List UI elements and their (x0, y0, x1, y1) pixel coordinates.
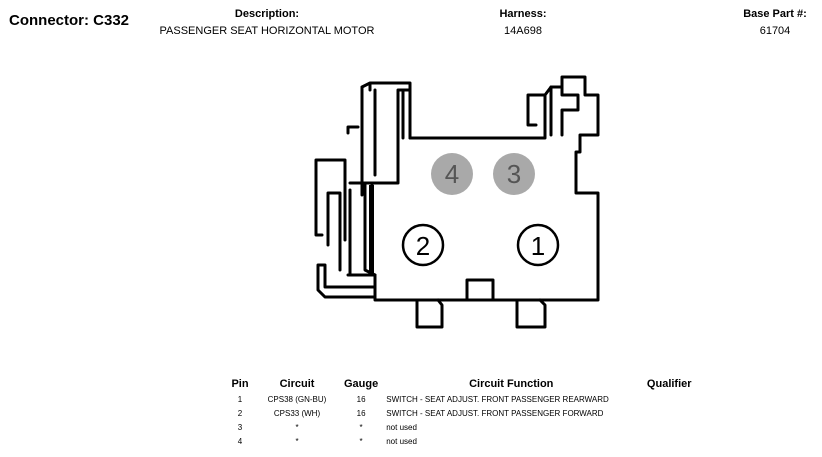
harness-value: 14A698 (504, 25, 542, 37)
pin-table: Pin Circuit Gauge Circuit Function Quali… (226, 378, 698, 448)
connector-title: Connector: C332 (9, 12, 130, 29)
pin-col-header: Pin (231, 378, 249, 390)
table-row: 4 * * not used (226, 434, 698, 448)
function-col-header: Circuit Function (469, 378, 554, 390)
table-row: 1 CPS38 (GN-BU) 16 SWITCH - SEAT ADJUST.… (226, 392, 698, 406)
base-part-value: 61704 (759, 25, 791, 37)
qualifier-cell (640, 420, 698, 434)
top-right-latch (526, 85, 580, 137)
bottom-key (465, 278, 495, 302)
left-clip-inner (326, 181, 374, 277)
pin-2-label: 2 (416, 231, 430, 261)
pin-1: 1 (516, 223, 560, 267)
circuit-cell: CPS33 (WH) (273, 408, 321, 418)
bottom-foot-right (515, 298, 547, 329)
qualifier-cell (640, 392, 698, 406)
pin-cell: 3 (237, 422, 243, 432)
pin-table-header: Pin Circuit Gauge Circuit Function Quali… (226, 378, 698, 392)
pin-cell: 4 (237, 436, 243, 446)
pin-4: 4 (431, 153, 473, 195)
function-cell: not used (386, 436, 417, 446)
gauge-cell: * (359, 436, 363, 446)
top-left-latch (360, 81, 412, 197)
gauge-cell: 16 (356, 408, 366, 418)
circuit-cell: * (295, 422, 299, 432)
lower-left-hook (316, 263, 377, 299)
left-rail (369, 185, 374, 273)
description-value: PASSENGER SEAT HORIZONTAL MOTOR (159, 25, 375, 37)
qualifier-cell (640, 406, 698, 420)
pin-3-label: 3 (507, 159, 521, 189)
circuit-cell: CPS38 (GN-BU) (267, 394, 327, 404)
pin-cell: 1 (237, 394, 243, 404)
gauge-cell: * (359, 422, 363, 432)
left-clip-outer (314, 125, 360, 242)
function-cell: SWITCH - SEAT ADJUST. FRONT PASSENGER RE… (386, 394, 609, 404)
harness-label: Harness: (499, 8, 547, 20)
table-row: 3 * * not used (226, 420, 698, 434)
pin-cell: 2 (237, 408, 243, 418)
pin-2: 2 (401, 223, 445, 267)
circuit-col-header: Circuit (279, 378, 315, 390)
connector-face-diagram: 4 3 2 1 (314, 75, 600, 329)
description-label: Description: (234, 8, 300, 20)
qualifier-cell (640, 434, 698, 448)
function-cell: not used (386, 422, 417, 432)
pin-1-label: 1 (531, 231, 545, 261)
gauge-cell: 16 (356, 394, 366, 404)
table-row: 2 CPS33 (WH) 16 SWITCH - SEAT ADJUST. FR… (226, 406, 698, 420)
inner-left-bar (363, 181, 377, 277)
circuit-cell: * (295, 436, 299, 446)
gauge-col-header: Gauge (344, 378, 379, 390)
base-part-label: Base Part #: (743, 8, 807, 20)
function-cell: SWITCH - SEAT ADJUST. FRONT PASSENGER FO… (386, 408, 604, 418)
qualifier-col-header: Qualifier (646, 378, 692, 390)
pin-4-label: 4 (445, 159, 459, 189)
bottom-foot-left (415, 298, 444, 329)
pin-3: 3 (493, 153, 535, 195)
